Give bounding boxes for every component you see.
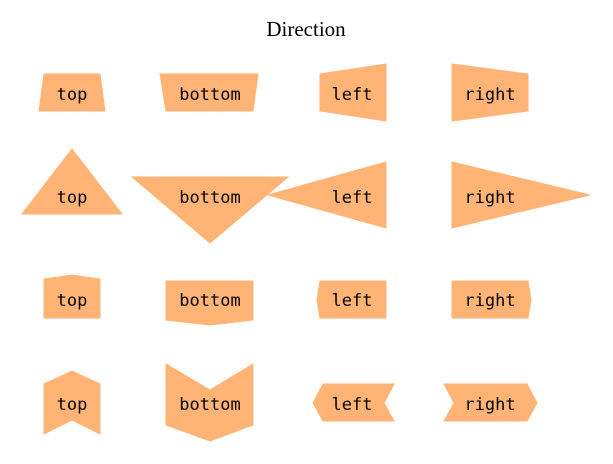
chevron-left-polygon xyxy=(312,383,395,422)
trapezium-left-label: left xyxy=(332,85,373,105)
triangle-top-polygon xyxy=(20,148,124,215)
shape-pointed-box-left: left xyxy=(316,280,387,319)
triangle-top-label: top xyxy=(57,188,88,208)
shape-trapezium-top: top xyxy=(38,73,106,112)
shape-pointed-box-top: top xyxy=(43,274,101,319)
shape-trapezium-right: right xyxy=(451,63,529,122)
triangle-right-polygon xyxy=(451,161,591,229)
shape-triangle-bottom: bottom xyxy=(130,176,290,244)
shape-chevron-left: left xyxy=(312,383,395,422)
pointed-box-right-label: right xyxy=(464,291,515,311)
chevron-bottom-label: bottom xyxy=(179,395,240,415)
pointed-box-left-label: left xyxy=(332,291,373,311)
triangle-bottom-label: bottom xyxy=(179,188,240,208)
pointed-box-bottom-polygon xyxy=(165,280,254,326)
shapes-group: top bottom left right top bottom left right top b… xyxy=(20,63,591,442)
trapezium-bottom-polygon xyxy=(159,73,259,112)
pointed-box-top-label: top xyxy=(57,291,88,311)
shape-pointed-box-right: right xyxy=(451,280,532,319)
chevron-left-label: left xyxy=(332,395,373,415)
shape-triangle-left: left xyxy=(266,161,387,229)
trapezium-right-label: right xyxy=(464,85,515,105)
shape-chevron-right: right xyxy=(443,383,538,422)
chevron-top-label: top xyxy=(57,395,88,415)
trapezium-right-polygon xyxy=(451,63,529,122)
shape-triangle-right: right xyxy=(451,161,591,229)
trapezium-left-polygon xyxy=(319,63,387,122)
shape-trapezium-bottom: bottom xyxy=(159,73,259,112)
chevron-bottom-polygon xyxy=(165,363,254,442)
chevron-top-polygon xyxy=(43,370,101,435)
triangle-left-label: left xyxy=(332,188,373,208)
trapezium-top-polygon xyxy=(38,73,106,112)
shape-trapezium-left: left xyxy=(319,63,387,122)
triangle-left-polygon xyxy=(266,161,387,229)
trapezium-top-label: top xyxy=(57,85,88,105)
shape-pointed-box-bottom: bottom xyxy=(165,280,254,326)
triangle-right-label: right xyxy=(464,188,515,208)
diagram-title: Direction xyxy=(266,17,346,41)
chevron-right-label: right xyxy=(464,395,515,415)
pointed-box-right-polygon xyxy=(451,280,532,319)
shape-triangle-top: top xyxy=(20,148,124,215)
shape-chevron-bottom: bottom xyxy=(165,363,254,442)
triangle-bottom-polygon xyxy=(130,176,290,244)
shape-chevron-top: top xyxy=(43,370,101,435)
pointed-box-left-polygon xyxy=(316,280,387,319)
pointed-box-bottom-label: bottom xyxy=(179,291,240,311)
pointed-box-top-polygon xyxy=(43,274,101,319)
trapezium-bottom-label: bottom xyxy=(179,85,240,105)
chevron-right-polygon xyxy=(443,383,538,422)
